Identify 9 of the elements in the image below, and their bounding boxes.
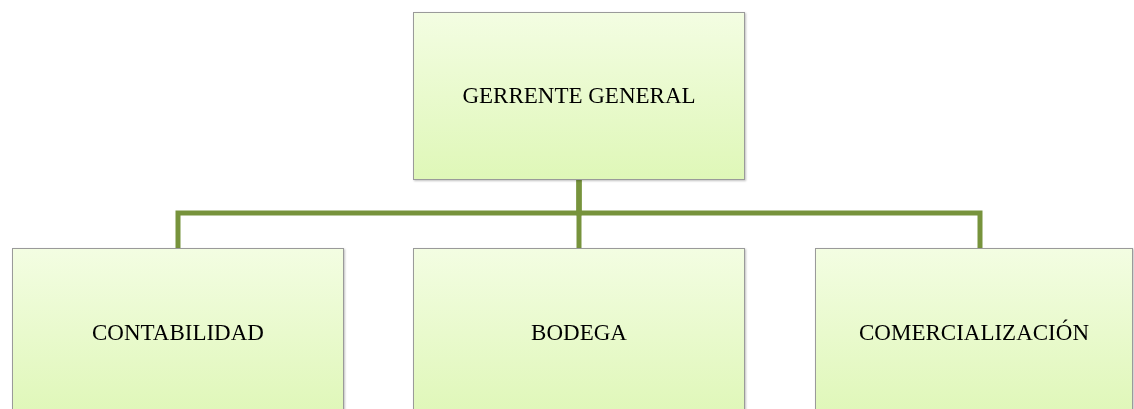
box-title: COMERCIALIZACIÓN: [859, 320, 1089, 346]
box-title: BODEGA: [531, 320, 627, 346]
org-box: [413, 248, 745, 409]
org-box: [815, 248, 1133, 409]
box-title: CONTABILIDAD: [92, 320, 264, 346]
org-box: [413, 12, 745, 180]
box-title: GERRENTE GENERAL: [462, 83, 696, 109]
connector-line: [576, 180, 983, 248]
org-box: [12, 248, 344, 409]
